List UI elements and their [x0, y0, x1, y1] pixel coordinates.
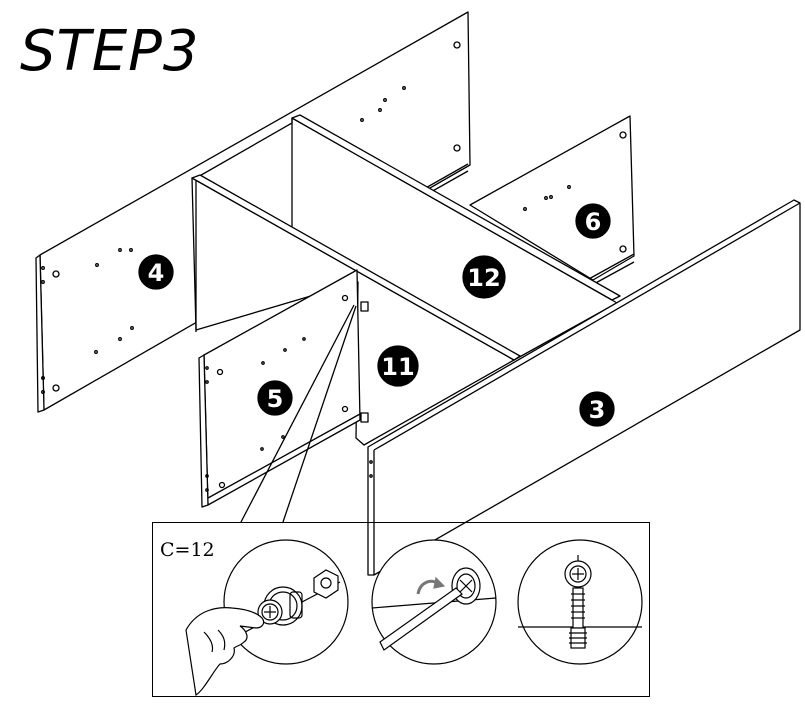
detail-circle-3 — [517, 539, 643, 665]
detail-box — [152, 522, 650, 697]
step-title: STEP3 — [20, 19, 200, 84]
cam-lock-icon — [257, 586, 303, 626]
cam-bolt-icon — [564, 555, 592, 649]
part-label-12: 12 — [467, 264, 500, 292]
detail-circle-2 — [371, 539, 497, 665]
part-badges — [138, 203, 615, 427]
hand-icon — [185, 607, 265, 696]
short-divider-11 — [191, 174, 521, 446]
detail-circle-1 — [185, 539, 349, 696]
part-label-11: 11 — [381, 353, 414, 381]
callout-lines — [240, 304, 357, 523]
part-label-4: 4 — [148, 259, 165, 287]
cam-nut-icon — [313, 569, 339, 599]
part-label-5: 5 — [267, 385, 284, 413]
part-label-3: 3 — [589, 396, 606, 424]
screwdriver-icon — [379, 587, 463, 651]
rotate-arrow-icon — [416, 576, 446, 595]
part-label-6: 6 — [585, 208, 602, 236]
front-panel-3 — [367, 199, 801, 576]
middle-divider-12 — [191, 114, 621, 361]
side-panel-6 — [469, 115, 635, 286]
cam-count-label: C=12 — [160, 539, 215, 561]
